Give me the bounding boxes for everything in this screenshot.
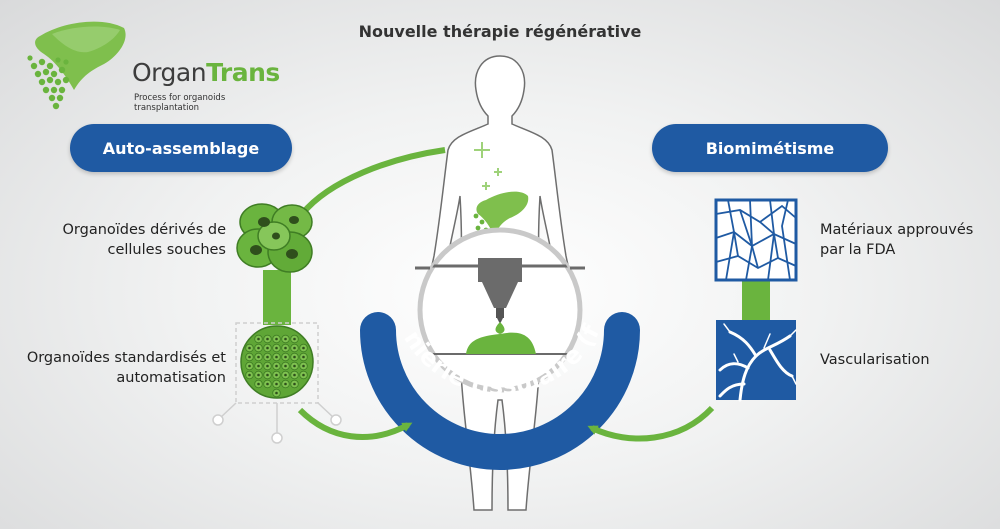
organoid-cluster-icon	[236, 203, 313, 273]
mesh-material-icon	[714, 198, 798, 282]
brand-name: OrganTrans	[132, 58, 280, 87]
standardized-organoid-icon	[235, 322, 319, 404]
brand-logo: OrganTrans Process for organoids transpl…	[22, 10, 280, 120]
right-connector	[742, 278, 770, 323]
brand-tagline: Process for organoids transplantation	[134, 93, 226, 113]
brand-name-part1: Organ	[132, 58, 207, 87]
label-fda-materials: Matériaux approuvés par la FDA	[820, 222, 974, 258]
label-standardized-organoids: Organoïdes standardisés et automatisatio…	[26, 350, 226, 386]
auto-assemblage-badge: Auto-assemblage	[70, 124, 292, 172]
vascular-network-icon	[716, 320, 797, 402]
brand-name-part2: Trans	[206, 58, 280, 87]
label-stem-cell-organoids: Organoïdes dérivés de cellules souches	[62, 222, 227, 258]
tissue-engineering-arc	[360, 312, 640, 470]
page-title: Nouvelle thérapie régénérative	[358, 22, 642, 41]
label-vascularisation: Vascularisation	[820, 352, 930, 368]
biomimetism-badge: Biomimétisme	[652, 124, 888, 172]
left-connector	[263, 270, 291, 325]
automation-nodes	[212, 402, 342, 444]
bioprinter-lens	[415, 227, 585, 393]
plus-icon	[474, 142, 502, 190]
liver-logo-icon	[27, 21, 126, 110]
arrow-right-to-center	[587, 405, 715, 442]
arrow-left-to-center	[297, 407, 413, 440]
arrow-to-organoids	[298, 147, 446, 218]
